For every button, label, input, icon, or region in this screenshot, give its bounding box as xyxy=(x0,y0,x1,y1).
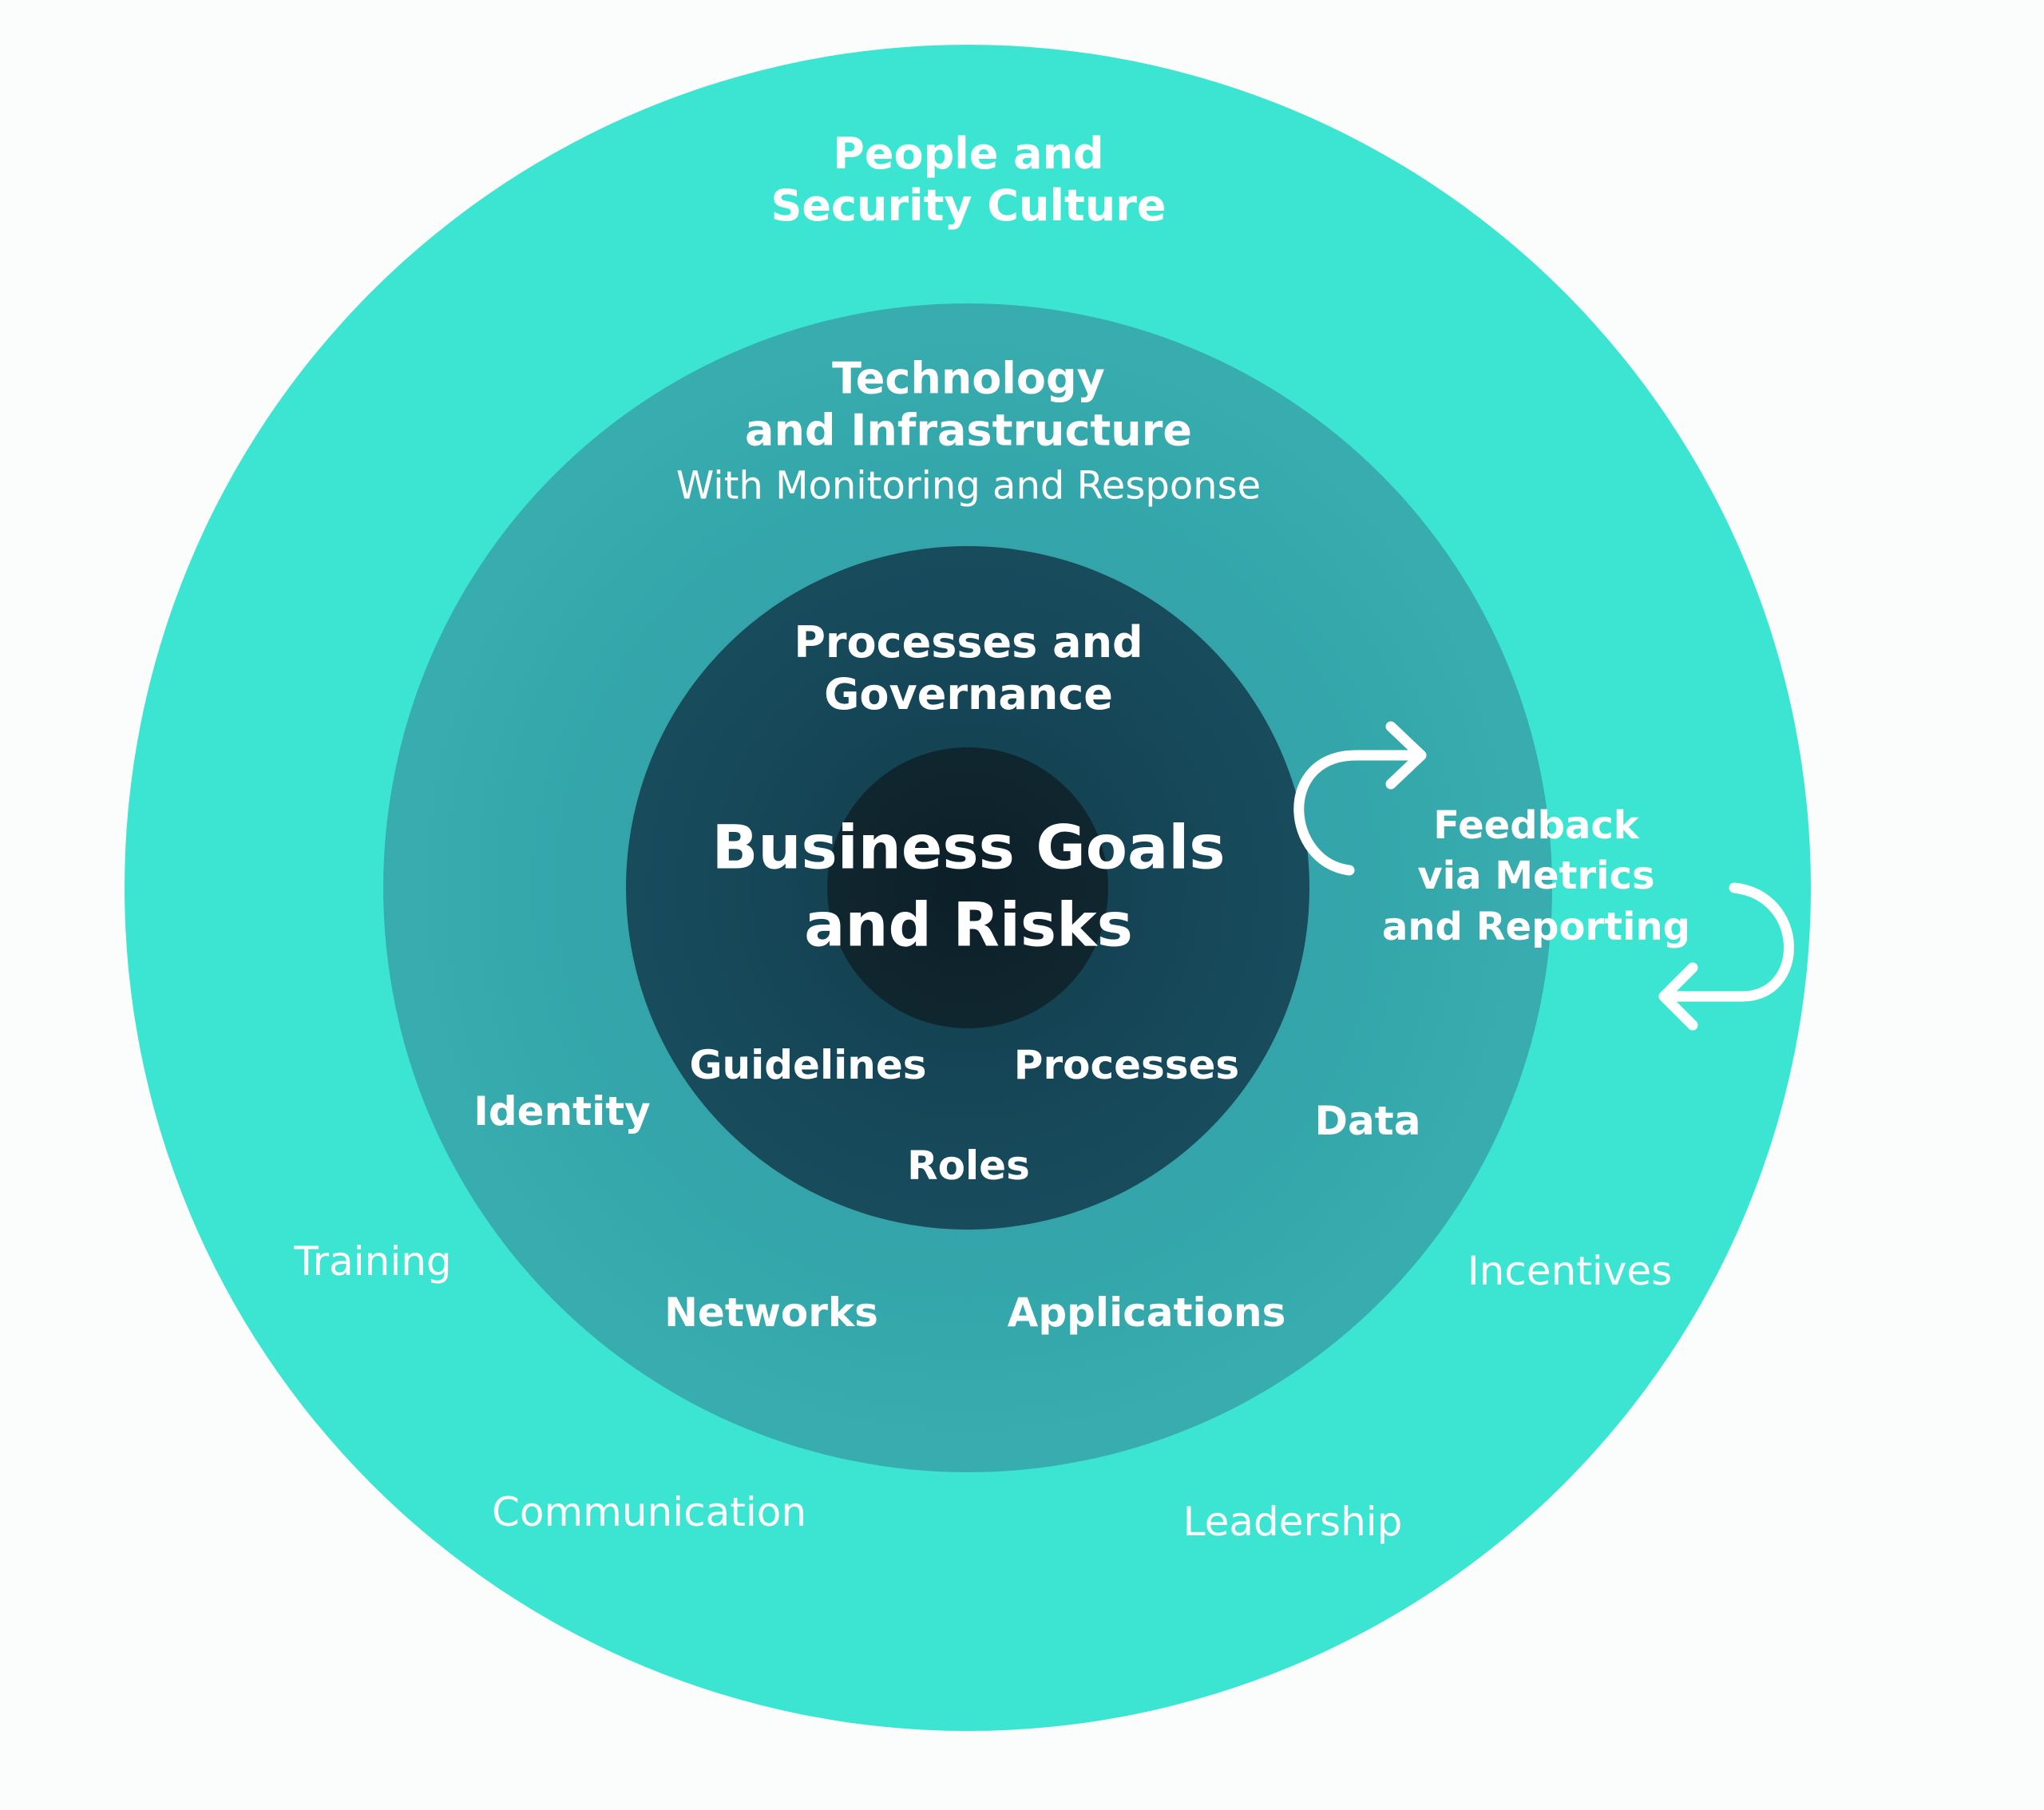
feedback-line2: via Metrics xyxy=(1417,854,1655,899)
technology-item-networks: Networks xyxy=(664,1289,878,1336)
business-goals-title: Business Goals and Risks xyxy=(711,809,1225,964)
core-title-line1: Business Goals xyxy=(711,811,1226,883)
feedback-line3: and Reporting xyxy=(1381,904,1691,949)
technology-title-line1: Technology xyxy=(832,353,1105,404)
people-item-incentives: Incentives xyxy=(1467,1248,1673,1294)
people-item-communication: Communication xyxy=(491,1489,807,1535)
feedback-line1: Feedback xyxy=(1433,802,1639,848)
process-item-guidelines: Guidelines xyxy=(689,1042,927,1088)
people-culture-title: People and Security Culture xyxy=(770,129,1166,232)
core-title-line2: and Risks xyxy=(804,889,1133,960)
process-item-processes: Processes xyxy=(1013,1042,1240,1088)
clockwise-arrow-icon xyxy=(1293,721,1427,876)
technology-subtitle: With Monitoring and Response xyxy=(675,463,1262,508)
people-title-line1: People and xyxy=(833,129,1104,180)
technology-title: Technology and Infrastructure With Monit… xyxy=(676,353,1261,509)
processes-governance-title: Processes and Governance xyxy=(794,617,1143,721)
technology-item-data: Data xyxy=(1314,1098,1421,1144)
return-arrow-icon xyxy=(1658,882,1794,1031)
technology-title-line2: and Infrastructure xyxy=(745,405,1192,456)
processes-title-line2: Governance xyxy=(824,669,1113,719)
technology-item-applications: Applications xyxy=(1007,1289,1286,1336)
people-title-line2: Security Culture xyxy=(770,180,1167,231)
people-item-leadership: Leadership xyxy=(1182,1499,1403,1545)
technology-item-identity: Identity xyxy=(473,1088,651,1135)
people-item-training: Training xyxy=(294,1238,452,1285)
feedback-label: Feedback via Metrics and Reporting xyxy=(1382,801,1690,953)
business-goals-core xyxy=(827,747,1108,1028)
process-item-roles: Roles xyxy=(907,1143,1030,1189)
processes-title-line1: Processes and xyxy=(794,617,1143,668)
